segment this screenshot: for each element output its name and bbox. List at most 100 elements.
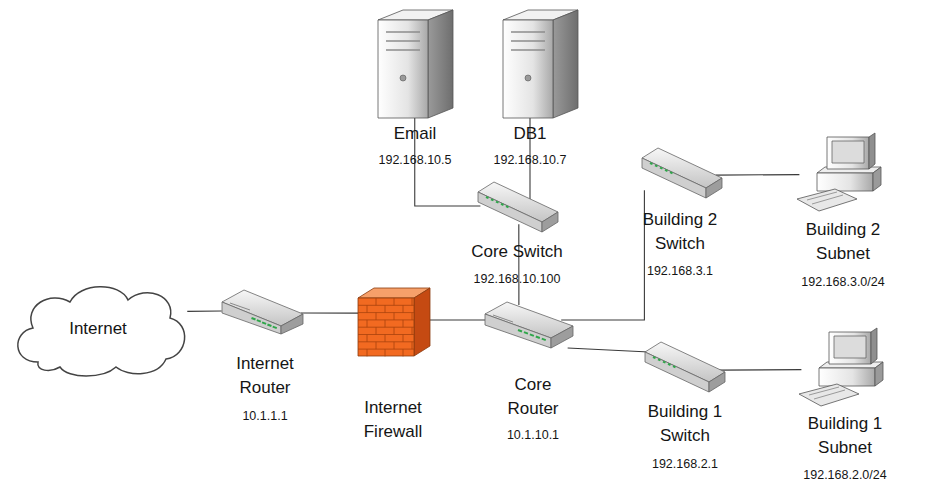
brick-line bbox=[376, 327, 377, 334]
cloud-icon bbox=[18, 287, 185, 376]
firewall: Internet Firewall bbox=[358, 288, 430, 356]
firewall-icon bbox=[358, 288, 430, 356]
status-light bbox=[524, 332, 528, 334]
status-light bbox=[673, 366, 676, 367]
server-shape bbox=[503, 8, 578, 118]
status-light bbox=[506, 206, 509, 207]
keyboard-keys bbox=[812, 195, 843, 204]
status-light bbox=[536, 336, 540, 338]
drive-bay bbox=[386, 49, 420, 50]
brick-line bbox=[358, 334, 414, 335]
switch-side bbox=[542, 212, 558, 232]
server-side bbox=[428, 10, 453, 118]
switch-front bbox=[478, 192, 542, 232]
firewall-side bbox=[414, 288, 430, 356]
pc-icon bbox=[799, 328, 883, 406]
status-light bbox=[670, 172, 673, 173]
router-front bbox=[222, 302, 281, 334]
brick-line bbox=[358, 319, 414, 320]
keyboard bbox=[797, 189, 857, 211]
router-side bbox=[281, 314, 303, 334]
router-groove bbox=[230, 303, 250, 310]
status-light bbox=[660, 168, 663, 169]
ip-address: 192.168.2.1 bbox=[625, 456, 745, 472]
router-side bbox=[551, 326, 573, 348]
device-label: Internet Firewall bbox=[351, 396, 436, 444]
status-light bbox=[668, 364, 671, 365]
device-label: Email bbox=[370, 122, 460, 146]
keyboard-keys bbox=[809, 387, 839, 395]
switch-front bbox=[645, 352, 709, 392]
ip-address: 10.1.10.1 bbox=[478, 427, 588, 443]
monitor bbox=[827, 137, 869, 169]
brick-line bbox=[376, 313, 377, 320]
brick-line bbox=[367, 320, 368, 327]
brick-line bbox=[412, 327, 413, 334]
brick-line bbox=[358, 349, 414, 350]
server-front bbox=[503, 20, 553, 118]
email-server: Email192.168.10.5 bbox=[378, 8, 453, 118]
pc-shape bbox=[795, 133, 883, 213]
brick-line bbox=[412, 342, 413, 349]
ip-address: 192.168.10.5 bbox=[355, 152, 475, 168]
drive-bay bbox=[511, 40, 545, 41]
device-label: Building 2 Switch bbox=[633, 208, 728, 256]
switch-icon bbox=[642, 148, 722, 198]
switch-shape bbox=[642, 146, 722, 198]
subnet-computer: Building 1 Subnet192.168.2.0/24 bbox=[797, 328, 885, 408]
status-light bbox=[496, 202, 499, 203]
network-link bbox=[561, 190, 644, 320]
brick-line bbox=[358, 312, 414, 313]
brick-line bbox=[412, 313, 413, 320]
brick-line bbox=[403, 320, 404, 327]
status-light bbox=[491, 199, 494, 200]
switch-side bbox=[706, 178, 722, 198]
firewall-front bbox=[358, 298, 414, 356]
status-light bbox=[530, 334, 534, 336]
monitor-side bbox=[871, 328, 877, 364]
database-server: DB1192.168.10.7 bbox=[503, 8, 578, 118]
network-link bbox=[301, 312, 358, 313]
router-icon bbox=[222, 290, 303, 334]
internet-cloud: Internet bbox=[8, 280, 190, 378]
ip-address: 10.1.1.1 bbox=[215, 408, 315, 424]
brick-line bbox=[358, 341, 414, 342]
building-switch: Building 1 Switch192.168.2.1 bbox=[645, 340, 725, 392]
network-link bbox=[518, 224, 519, 305]
brick-line bbox=[394, 342, 395, 349]
brick-line bbox=[385, 335, 386, 342]
power-button bbox=[400, 75, 406, 81]
ip-address: 192.168.2.0/24 bbox=[780, 467, 910, 483]
status-light bbox=[665, 170, 668, 171]
network-link bbox=[187, 310, 221, 311]
server-icon bbox=[503, 10, 578, 118]
subnet-computer: Building 2 Subnet192.168.3.0/24 bbox=[795, 133, 883, 213]
pc-base bbox=[817, 173, 873, 191]
keyboard bbox=[799, 384, 859, 406]
drive-bay bbox=[511, 49, 545, 50]
brick-line bbox=[367, 305, 368, 312]
monitor-screen bbox=[832, 141, 864, 163]
keyboard-keys bbox=[807, 192, 837, 200]
status-light bbox=[262, 322, 266, 324]
network-link bbox=[568, 348, 649, 352]
brick-line bbox=[358, 327, 414, 328]
device-label: Internet bbox=[43, 317, 153, 341]
ip-address: 192.168.3.1 bbox=[620, 263, 740, 279]
firewall-shape bbox=[358, 288, 430, 356]
brick-line bbox=[376, 342, 377, 349]
switch-shape bbox=[478, 180, 558, 232]
brick-line bbox=[385, 305, 386, 312]
status-light bbox=[653, 357, 656, 358]
device-label: Core Router bbox=[493, 373, 573, 421]
brick-line bbox=[358, 305, 414, 306]
pc-base-side bbox=[873, 167, 881, 191]
switch-icon bbox=[645, 342, 725, 392]
switch-shape bbox=[645, 340, 725, 392]
device-label: Internet Router bbox=[225, 352, 305, 400]
brick-line bbox=[412, 298, 413, 305]
brick-line bbox=[367, 335, 368, 342]
drive-bay bbox=[386, 31, 420, 32]
router-front bbox=[485, 314, 551, 348]
